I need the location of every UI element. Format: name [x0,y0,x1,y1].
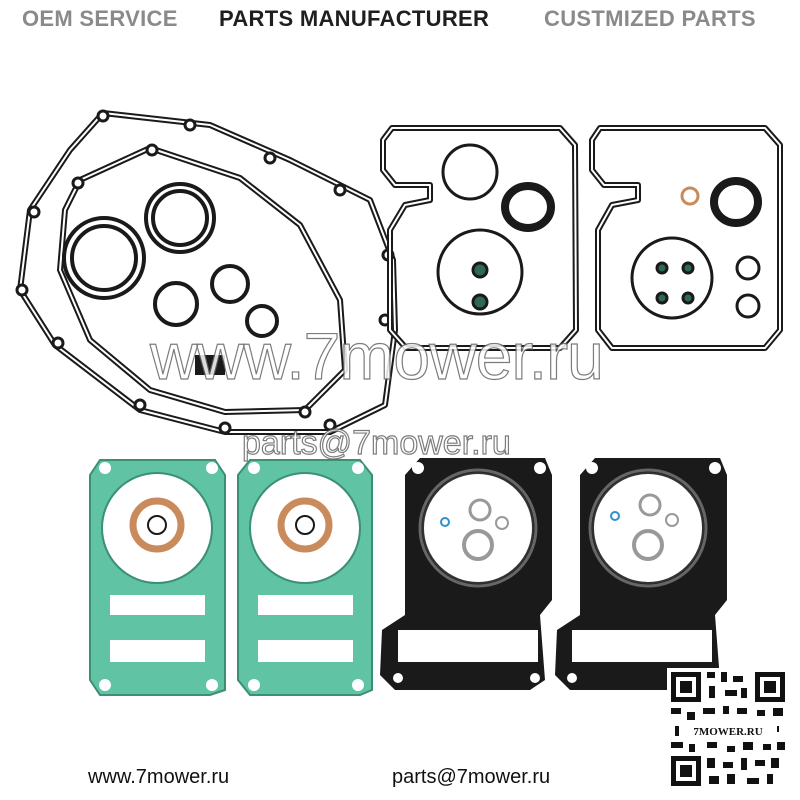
qr-label: 7MOWER.RU [679,724,777,740]
base-gasket-green-right [237,459,373,696]
valve-cover-gasket-right [589,125,783,351]
banner-customized-parts: CUSTMIZED PARTS [544,6,756,31]
head-gasket-black-right [555,458,727,690]
banner-oem-service: OEM SERVICE [22,6,178,31]
footer-site-link[interactable]: www.7mower.ru [88,766,230,788]
crankcase-cover-gasket [15,109,398,435]
top-banner: OEM SERVICE PARTS MANUFACTURER CUSTMIZED… [0,0,800,38]
footer-email-link[interactable]: parts@7mower.ru [392,766,551,788]
head-gasket-black-left [380,458,552,690]
watermark-site: www.7mower.ru [149,318,604,393]
base-gasket-green-left [89,459,226,696]
banner-parts-manufacturer: PARTS MANUFACTURER [219,6,490,31]
valve-cover-gasket-left [380,125,579,351]
watermark-email: parts@7mower.ru [241,423,511,462]
